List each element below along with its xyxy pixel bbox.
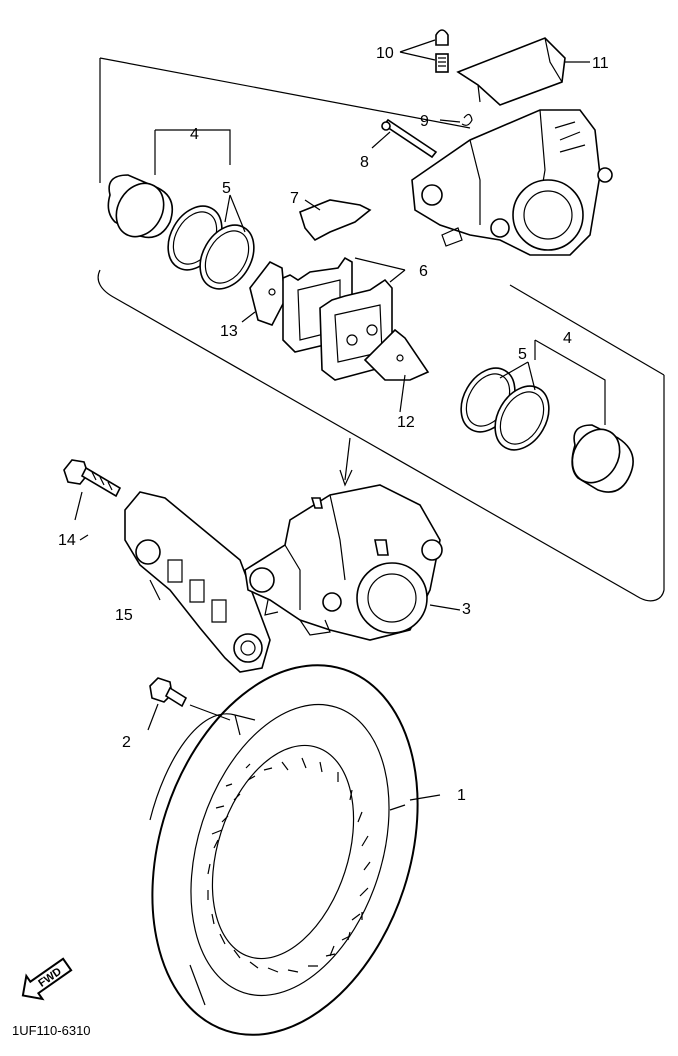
label-part-4-right: 4 (563, 330, 572, 347)
label-part-5-left: 5 (222, 180, 231, 197)
label-part-11: 11 (592, 55, 609, 72)
label-part-2: 2 (122, 734, 131, 751)
pad-clip (461, 113, 473, 126)
leader-lines (74, 39, 606, 801)
piston-seals-left (167, 205, 255, 290)
disc-bolt (149, 677, 188, 708)
label-part-3: 3 (462, 601, 471, 618)
piston-right (571, 424, 634, 493)
pad-shim-right (363, 328, 430, 381)
piston-seals-right (460, 367, 550, 451)
label-part-14: 14 (58, 532, 76, 549)
brake-disc (149, 664, 419, 1036)
label-part-6: 6 (419, 263, 428, 280)
label-part-10: 10 (376, 45, 394, 62)
part-number-labels: 1 2 3 4 4 5 5 6 7 8 9 10 11 12 13 14 15 (58, 45, 609, 804)
caliper-boot-cover (456, 37, 566, 106)
label-part-5-right: 5 (518, 346, 527, 363)
label-part-4-left: 4 (190, 126, 199, 143)
bracket-bolt (63, 459, 122, 498)
exploded-view-frame (97, 57, 665, 602)
bleed-screw-and-cap (435, 29, 449, 73)
caliper-body-exploded (411, 109, 613, 256)
pad-shim (249, 260, 286, 326)
forward-direction-arrow: FWD (21, 957, 73, 1001)
caliper-bracket (124, 491, 271, 673)
label-part-13: 13 (220, 323, 238, 340)
label-part-9: 9 (420, 113, 429, 130)
label-part-1: 1 (457, 787, 466, 804)
brake-caliper-assembly (244, 484, 443, 641)
diagram-reference-code: 1UF110-6310 (12, 1023, 91, 1038)
label-part-8: 8 (360, 154, 369, 171)
pad-pin (381, 118, 438, 159)
label-part-7: 7 (290, 190, 299, 207)
pad-spring (299, 199, 372, 242)
label-part-15: 15 (115, 607, 133, 624)
label-part-12: 12 (397, 414, 415, 431)
piston-left (107, 174, 174, 239)
